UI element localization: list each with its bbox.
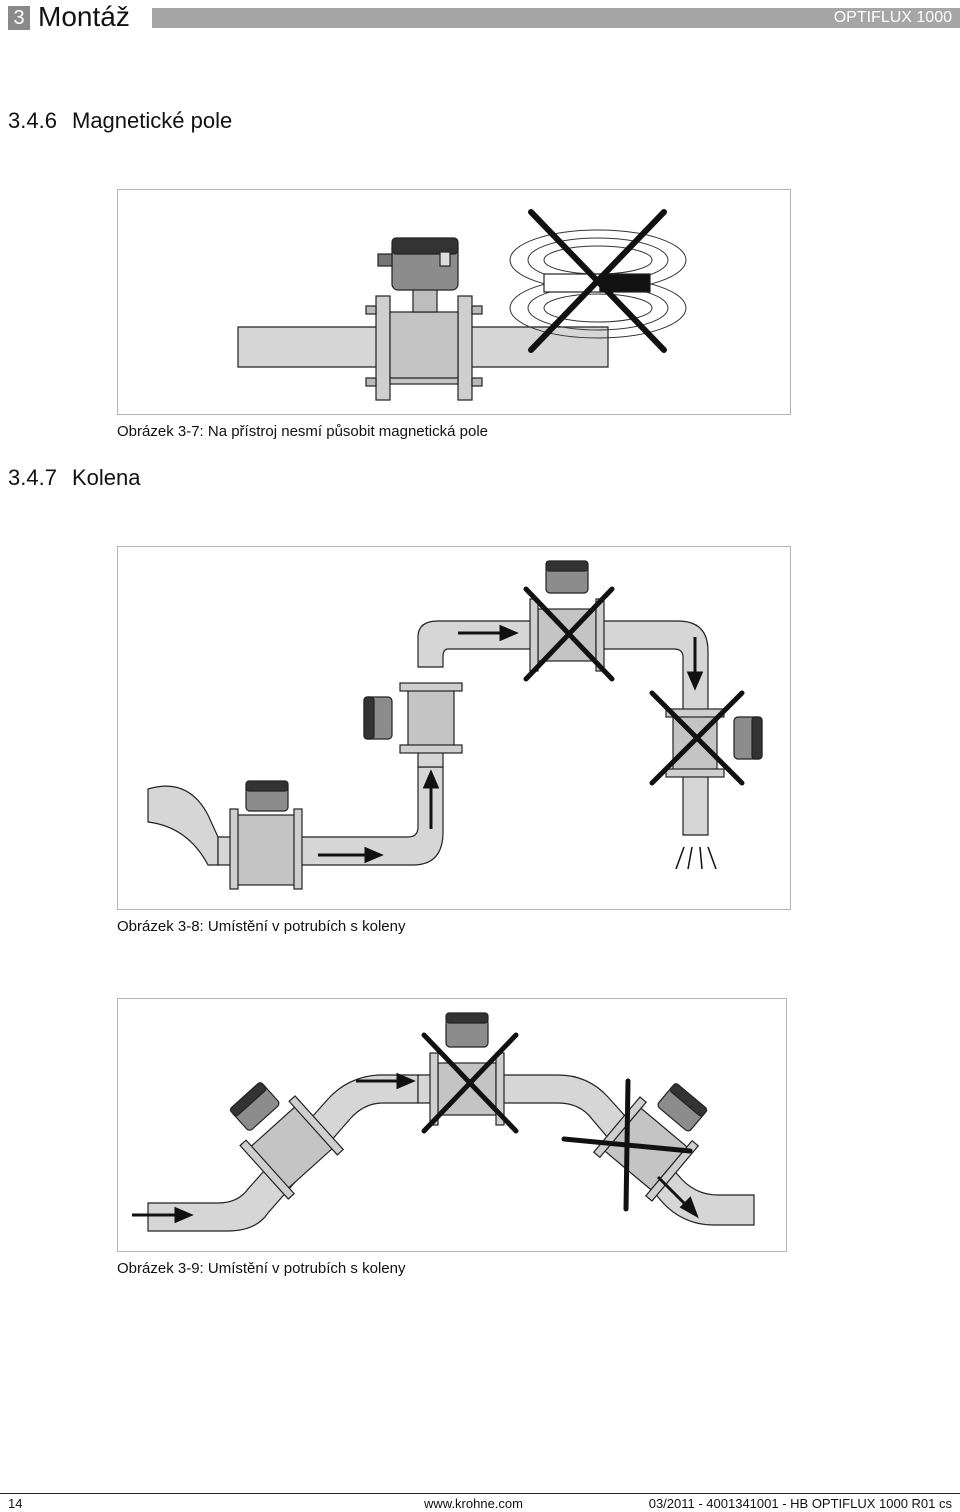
meter-body — [389, 311, 459, 385]
flange-left — [375, 295, 391, 401]
outflow-spray — [675, 846, 717, 870]
figure-caption-3-7: Obrázek 3-7: Na přístroj nesmí působit m… — [117, 423, 489, 440]
page-number: 14 — [8, 1496, 23, 1511]
forbidden-cross — [528, 209, 667, 353]
section-number: 3.4.6 — [8, 108, 57, 133]
figure-caption-3-9: Obrázek 3-9: Umístění v potrubích s kole… — [117, 1260, 406, 1277]
figure-magnetic-field — [117, 189, 791, 415]
website-link[interactable]: www.krohne.com — [424, 1496, 523, 1511]
magnetic-field-illustration — [237, 209, 687, 401]
converter-cover — [391, 237, 459, 255]
cable-gland — [377, 253, 393, 267]
document-id: 03/2011 - 4001341001 - HB OPTIFLUX 1000 … — [648, 1496, 952, 1511]
section-title: Kolena — [72, 465, 141, 490]
header-bar — [152, 8, 960, 28]
pipe-inlet — [147, 785, 219, 866]
bends-vertical-illustration — [147, 560, 763, 890]
chapter-title: Montáž — [38, 1, 130, 32]
figure-caption-3-8: Obrázek 3-8: Umístění v potrubích s kole… — [117, 918, 406, 935]
flow-arrows — [132, 1072, 699, 1224]
forbidden-crosses — [421, 1032, 693, 1212]
product-name: OPTIFLUX 1000 — [833, 9, 952, 26]
flow-arrows — [318, 624, 704, 864]
meter-vertical — [407, 688, 455, 748]
figure-bends-vertical — [117, 546, 791, 910]
flange-right — [457, 295, 473, 401]
meter-lower — [235, 814, 297, 886]
page-header: 3 Montáž OPTIFLUX 1000 — [0, 0, 960, 34]
meter-diagonal-right — [592, 1083, 708, 1202]
section-title: Magnetické pole — [72, 108, 233, 133]
chapter-number: 3 — [8, 6, 30, 30]
pipe-bend-top — [417, 620, 539, 668]
section-number: 3.4.7 — [8, 465, 57, 490]
forbidden-crosses — [523, 586, 745, 786]
figure-bends-horizontal — [117, 998, 787, 1252]
footer-rule — [0, 1493, 960, 1494]
meter-diagonal-left — [229, 1082, 345, 1200]
section-heading-magnetic-field: 3.4.6 Magnetické pole — [8, 108, 232, 134]
section-heading-bends: 3.4.7 Kolena — [8, 465, 141, 491]
bends-horizontal-illustration — [132, 1012, 755, 1232]
